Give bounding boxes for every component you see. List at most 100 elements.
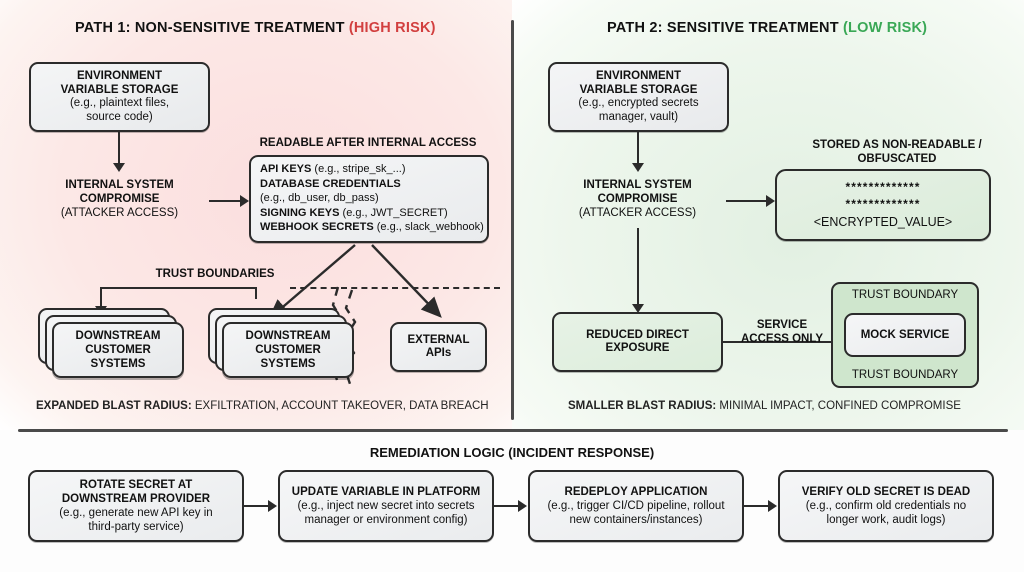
path2-title: PATH 2: SENSITIVE TREATMENT (LOW RISK)	[607, 20, 927, 36]
path1-env-storage-line1: ENVIRONMENT	[77, 70, 162, 82]
path2-compromise-line2: COMPROMISE	[597, 193, 678, 205]
credential-row: (e.g., db_user, db_pass)	[260, 191, 478, 206]
remediation-title: REMEDIATION LOGIC (INCIDENT RESPONSE)	[369, 445, 655, 460]
credential-label: DATABASE CREDENTIALS	[260, 177, 401, 190]
stack-card-front[interactable]: DOWNSTREAM CUSTOMER SYSTEMS	[52, 322, 184, 378]
path2-trust-boundary-container[interactable]: TRUST BOUNDARY MOCK SERVICE TRUST BOUNDA…	[831, 282, 979, 388]
path2-connector-compromise-to-reduced	[637, 228, 640, 306]
path1-credentials-box[interactable]: API KEYS (e.g., stripe_sk_...) DATABASE …	[249, 155, 489, 243]
path2-env-storage-line1: ENVIRONMENT	[596, 70, 681, 82]
path1-arrowhead-compromise-to-creds	[240, 195, 249, 207]
path2-masked-value-box[interactable]: ************* ************* <ENCRYPTED_V…	[775, 169, 991, 241]
service-access-line2: ACCESS ONLY	[740, 333, 823, 345]
path2-compromise-line3: (ATTACKER ACCESS)	[578, 207, 697, 219]
reduced-exposure-line2: EXPOSURE	[605, 342, 670, 354]
credential-label: API KEYS	[260, 163, 312, 175]
step1-desc1: (e.g., generate new API key in	[59, 507, 213, 519]
credential-example: (e.g., slack_webhook)	[376, 221, 484, 234]
step1-title1: ROTATE SECRET AT	[79, 479, 193, 491]
masked-value-line2: *************	[845, 197, 921, 211]
path1-connector-compromise-to-creds	[209, 200, 242, 203]
path1-risk-badge: (HIGH RISK)	[348, 20, 436, 36]
path1-trust-bracket-left-drop	[100, 287, 103, 309]
credential-example: (e.g., stripe_sk_...)	[314, 163, 406, 175]
credential-row: SIGNING KEYS (e.g., JWT_SECRET)	[260, 206, 478, 221]
path2-arrowhead-compromise-to-reduced	[632, 304, 644, 313]
downstream-a-line3: SYSTEMS	[90, 358, 146, 370]
remediation-connector-3-4	[744, 505, 770, 508]
path1-trust-boundaries-label: TRUST BOUNDARIES	[155, 268, 275, 280]
path2-env-storage-line3: (e.g., encrypted secrets	[578, 97, 699, 109]
mock-service-label: MOCK SERVICE	[860, 329, 950, 341]
remediation-arrowhead-3-4	[768, 500, 777, 512]
downstream-b-line1: DOWNSTREAM	[245, 330, 331, 342]
step4-desc1: (e.g., confirm old credentials no	[805, 500, 967, 512]
trust-boundary-bottom-label: TRUST BOUNDARY	[851, 369, 959, 381]
path1-caption-bold: EXPANDED BLAST RADIUS:	[36, 400, 192, 412]
external-apis-line1: EXTERNAL	[407, 333, 470, 346]
path2-stored-heading: STORED AS NON-READABLE / OBFUSCATED	[780, 138, 1014, 166]
credential-example: (e.g., JWT_SECRET)	[342, 206, 448, 219]
external-apis-line2: APIs	[425, 347, 452, 359]
step4-title1: VERIFY OLD SECRET IS DEAD	[801, 486, 971, 498]
stack-card-front[interactable]: DOWNSTREAM CUSTOMER SYSTEMS	[222, 322, 354, 378]
reduced-exposure-line1: REDUCED DIRECT	[586, 328, 689, 341]
credential-label: SIGNING KEYS	[260, 206, 340, 219]
step4-desc2: longer work, audit logs)	[826, 514, 946, 526]
path1-compromise-line3: (ATTACKER ACCESS)	[60, 207, 179, 219]
step2-desc1: (e.g., inject new secret into secrets	[297, 500, 475, 512]
credential-row: WEBHOOK SECRETS (e.g., slack_webhook)	[260, 220, 484, 235]
vertical-divider	[511, 20, 514, 420]
downstream-b-line3: SYSTEMS	[260, 358, 316, 370]
step3-desc2: new containers/instances)	[569, 514, 703, 526]
path2-arrowhead-compromise-to-masked	[766, 195, 775, 207]
path2-stored-heading-line2: OBFUSCATED	[857, 153, 937, 165]
remediation-connector-1-2	[244, 505, 270, 508]
path2-env-storage-box[interactable]: ENVIRONMENT VARIABLE STORAGE (e.g., encr…	[548, 62, 729, 132]
path2-caption-bold: SMALLER BLAST RADIUS:	[568, 400, 717, 412]
path2-env-storage-line2: VARIABLE STORAGE	[579, 83, 698, 96]
service-access-line1: SERVICE	[756, 319, 808, 331]
path1-compromise-line2: COMPROMISE	[79, 193, 160, 205]
step2-desc2: manager or environment config)	[304, 514, 468, 526]
path1-env-storage-line4: source code)	[86, 110, 153, 123]
step2-title1: UPDATE VARIABLE IN PLATFORM	[291, 486, 481, 498]
path2-reduced-exposure-box[interactable]: REDUCED DIRECT EXPOSURE	[552, 312, 723, 372]
path2-connector-service-access	[722, 341, 838, 344]
credential-row: API KEYS (e.g., stripe_sk_...)	[260, 162, 478, 177]
remediation-step-3[interactable]: REDEPLOY APPLICATION (e.g., trigger CI/C…	[528, 470, 744, 542]
path2-mock-service-box[interactable]: MOCK SERVICE	[844, 313, 966, 357]
path1-trust-bracket-right-drop	[254, 287, 257, 299]
downstream-a-line2: CUSTOMER	[85, 344, 151, 356]
path1-caption: EXPANDED BLAST RADIUS: EXFILTRATION, ACC…	[36, 400, 489, 412]
path2-env-storage-line4: manager, vault)	[598, 110, 679, 123]
remediation-step-4[interactable]: VERIFY OLD SECRET IS DEAD (e.g., confirm…	[778, 470, 994, 542]
credential-example: (e.g., db_user, db_pass)	[260, 192, 379, 205]
path1-env-storage-box[interactable]: ENVIRONMENT VARIABLE STORAGE (e.g., plai…	[29, 62, 210, 132]
path1-trust-bracket-horizontal	[100, 287, 257, 290]
remediation-arrowhead-2-3	[518, 500, 527, 512]
path1-external-apis-box[interactable]: EXTERNAL APIs	[390, 322, 487, 372]
horizontal-divider	[18, 429, 1008, 432]
path2-title-text: PATH 2: SENSITIVE TREATMENT	[607, 20, 839, 36]
remediation-step-2[interactable]: UPDATE VARIABLE IN PLATFORM (e.g., injec…	[278, 470, 494, 542]
path2-caption-rest: MINIMAL IMPACT, CONFINED COMPROMISE	[716, 400, 961, 412]
path2-caption: SMALLER BLAST RADIUS: MINIMAL IMPACT, CO…	[568, 400, 961, 412]
remediation-step-1[interactable]: ROTATE SECRET AT DOWNSTREAM PROVIDER (e.…	[28, 470, 244, 542]
step1-title2: DOWNSTREAM PROVIDER	[61, 493, 211, 505]
remediation-arrowhead-1-2	[268, 500, 277, 512]
path1-connector-env-to-compromise	[118, 132, 121, 165]
path2-compromise-line1: INTERNAL SYSTEM	[583, 179, 692, 191]
step3-title1: REDEPLOY APPLICATION	[564, 486, 708, 498]
path1-dashed-boundary-line	[290, 287, 500, 289]
step3-desc1: (e.g., trigger CI/CD pipeline, rollout	[547, 500, 725, 512]
remediation-connector-2-3	[494, 505, 520, 508]
path1-env-storage-line3: (e.g., plaintext files,	[69, 97, 170, 109]
credential-label: WEBHOOK SECRETS	[260, 221, 374, 234]
encrypted-value-text: <ENCRYPTED_VALUE>	[813, 215, 953, 229]
downstream-b-line2: CUSTOMER	[255, 344, 321, 356]
masked-value-line1: *************	[845, 180, 921, 194]
path2-stored-heading-line1: STORED AS NON-READABLE /	[812, 139, 982, 151]
downstream-a-line1: DOWNSTREAM	[75, 330, 161, 342]
